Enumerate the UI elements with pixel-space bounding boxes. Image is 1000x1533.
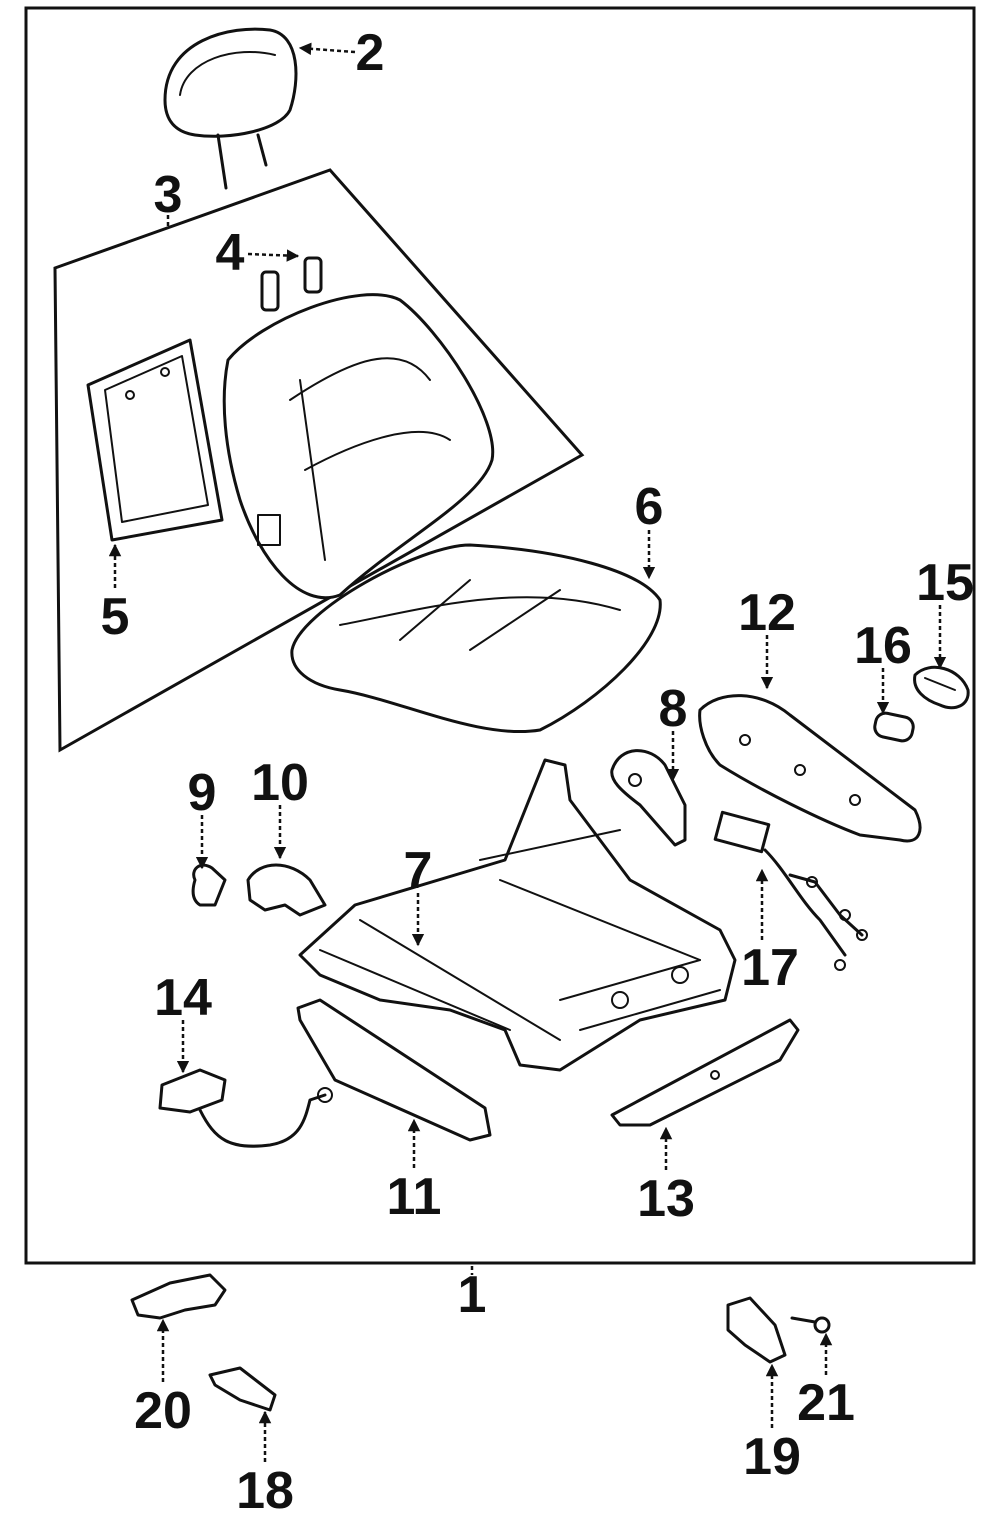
bracket bbox=[208, 1366, 277, 1412]
headrest-guides bbox=[260, 256, 323, 312]
seat-cushion bbox=[290, 543, 662, 734]
side-cover bbox=[610, 749, 687, 847]
knob-cap bbox=[873, 711, 915, 743]
callout-7: 7 bbox=[404, 842, 433, 900]
callout-2: 2 bbox=[356, 24, 385, 82]
right-track-cover bbox=[610, 1018, 800, 1127]
callout-17: 17 bbox=[741, 939, 799, 997]
clip bbox=[191, 863, 227, 907]
callout-6: 6 bbox=[635, 478, 664, 536]
callout-16: 16 bbox=[854, 617, 912, 675]
leader-lines bbox=[108, 42, 947, 1462]
assembly-frame bbox=[24, 6, 976, 1265]
seatback-cover bbox=[222, 293, 495, 600]
headrest bbox=[163, 27, 298, 190]
left-track-cover bbox=[296, 998, 492, 1142]
callout-8: 8 bbox=[659, 680, 688, 738]
seat-belt-buckle-switch bbox=[158, 1068, 333, 1148]
hinge-cover bbox=[246, 863, 327, 917]
callout-13: 13 bbox=[637, 1170, 695, 1228]
callout-21: 21 bbox=[797, 1374, 855, 1432]
callout-19: 19 bbox=[743, 1428, 801, 1486]
recliner-side-panel bbox=[698, 694, 922, 843]
bolt bbox=[790, 1316, 831, 1334]
callout-9: 9 bbox=[188, 764, 217, 822]
seat-frame bbox=[298, 758, 737, 1072]
outer-cover-right bbox=[726, 1296, 787, 1364]
callout-4: 4 bbox=[216, 224, 245, 282]
back-panel bbox=[86, 338, 224, 542]
callout-15: 15 bbox=[916, 554, 974, 612]
seatback-assembly-outline bbox=[53, 168, 585, 753]
recliner-knob bbox=[913, 665, 970, 710]
callout-11: 11 bbox=[387, 1168, 442, 1226]
callout-12: 12 bbox=[738, 584, 796, 642]
outer-cover-left bbox=[130, 1273, 227, 1320]
callout-14: 14 bbox=[154, 969, 212, 1027]
wire-harness bbox=[713, 810, 868, 971]
callout-5: 5 bbox=[101, 588, 130, 646]
callout-20: 20 bbox=[134, 1382, 192, 1440]
callout-1: 1 bbox=[458, 1266, 487, 1324]
callout-3: 3 bbox=[154, 166, 183, 224]
callout-10: 10 bbox=[251, 754, 309, 812]
callout-18: 18 bbox=[236, 1462, 294, 1520]
